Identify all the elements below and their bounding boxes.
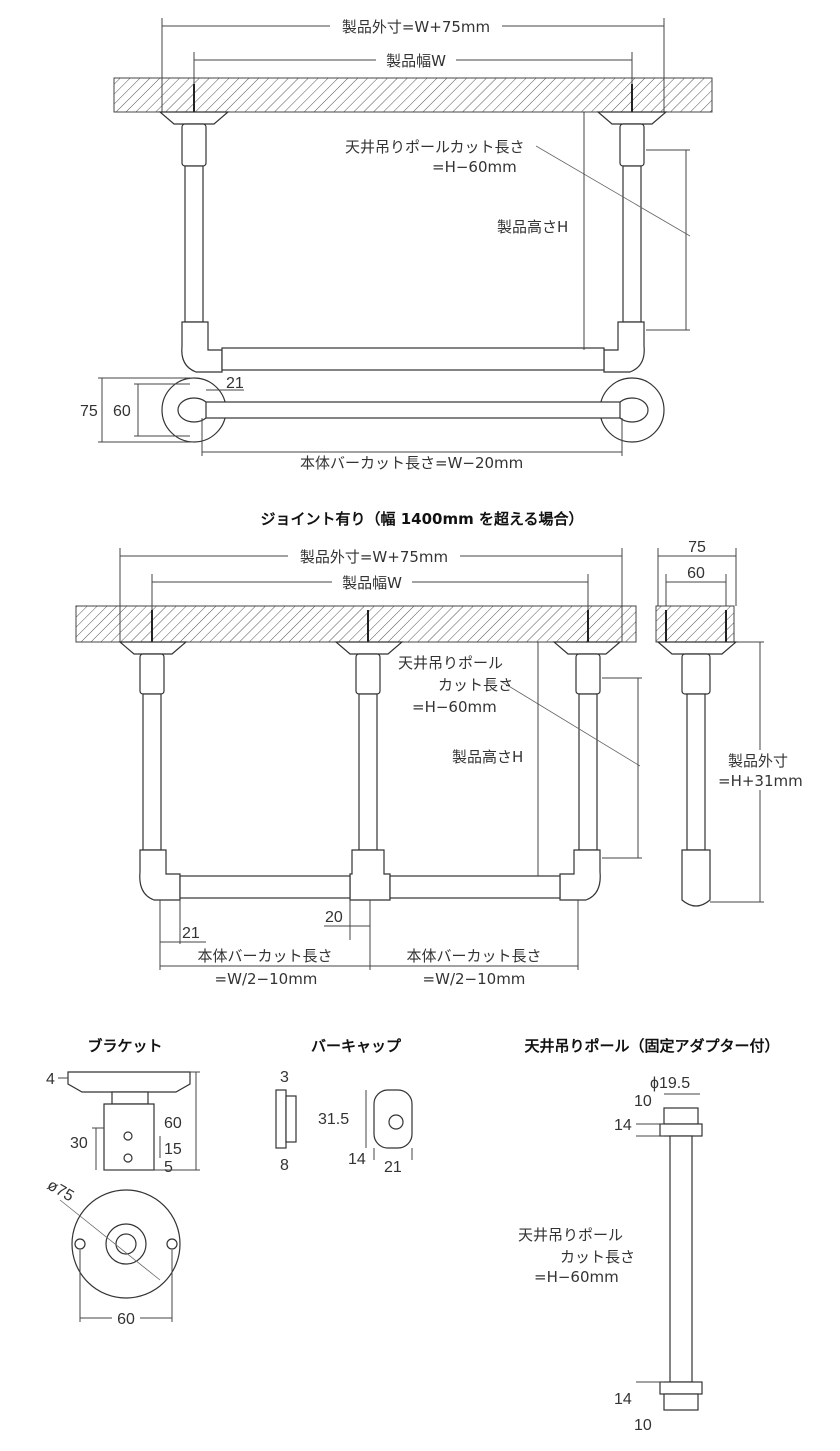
- top-pole-cut-label-1: 天井吊りポールカット長さ: [345, 138, 525, 156]
- joint-dim-20: 20: [325, 909, 343, 926]
- top-width-label: 製品幅W: [386, 52, 446, 70]
- top-pole-cut-label-2: =H−60mm: [432, 158, 517, 176]
- barcap-detail: バーキャップ 3 8 31.5 14 21: [275, 1037, 413, 1176]
- top-outer-width-label: 製品外寸=W+75mm: [342, 18, 490, 36]
- pole-dim-phi: ϕ19.5: [650, 1075, 690, 1092]
- main-bar-plan: [205, 401, 621, 419]
- joint-bar-cut-left-2: =W/2−10mm: [215, 970, 318, 988]
- top-dim-75: 75: [80, 403, 98, 420]
- barcap-title: バーキャップ: [311, 1037, 402, 1055]
- pole-detail: 天井吊りポール（固定アダプター付） ϕ19.5 10 14 天井吊りポール カッ…: [518, 1037, 780, 1434]
- pole-dim-10-bottom: 10: [634, 1417, 652, 1434]
- bracket-dim-phi75: ø75: [44, 1177, 76, 1206]
- joint-bar-cut-right-1: 本体バーカット長さ: [406, 947, 541, 965]
- joint-diagram: ジョイント有り（幅 1400mm を超える場合） 製品外寸=W+75mm 製品幅…: [75, 510, 820, 988]
- main-bar: [221, 347, 605, 371]
- joint-pole-cut-label-2: カット長さ: [438, 676, 513, 694]
- ceiling-hatch: [75, 605, 637, 643]
- barcap-dim-3: 3: [280, 1069, 289, 1086]
- pole-dim-10-top: 10: [634, 1093, 652, 1110]
- joint-dim-21: 21: [182, 925, 200, 942]
- bracket-dim-60b: 60: [117, 1311, 135, 1328]
- ceiling-bracket: [596, 111, 668, 125]
- joint-width-label: 製品幅W: [342, 574, 402, 592]
- pole-label-2: カット長さ: [560, 1248, 635, 1266]
- barcap-dim-31-5: 31.5: [318, 1111, 349, 1128]
- ceiling-pole: [184, 165, 204, 323]
- pole-adapter: [181, 123, 207, 167]
- joint-bar-cut-left-1: 本体バーカット長さ: [197, 947, 332, 965]
- side-bracket: [656, 641, 738, 655]
- top-bar-cut-label: 本体バーカット長さ=W−20mm: [300, 454, 523, 472]
- barcap-dim-21: 21: [384, 1159, 402, 1176]
- joint-outer-width-label: 製品外寸=W+75mm: [300, 548, 448, 566]
- leader-line: [535, 145, 691, 237]
- elbow-joint: [181, 321, 223, 373]
- ceiling-pole: [622, 165, 642, 323]
- pole-body: [669, 1135, 693, 1383]
- bracket-dim-30: 30: [70, 1135, 88, 1152]
- top-dim-60: 60: [113, 403, 131, 420]
- bracket-dim-15: 15: [164, 1141, 182, 1158]
- bracket-dim-4: 4: [46, 1071, 55, 1088]
- pole-label-3: =H−60mm: [534, 1268, 619, 1286]
- bracket-detail: ブラケット 4 60 30 15 5 ø75 60: [44, 1037, 200, 1328]
- pole-title: 天井吊りポール（固定アダプター付）: [524, 1037, 779, 1055]
- bracket-dim-60: 60: [164, 1115, 182, 1132]
- barcap-dim-8: 8: [280, 1157, 289, 1174]
- joint-pole-cut-label-3: =H−60mm: [412, 698, 497, 716]
- side-dim-75: 75: [688, 539, 706, 556]
- ceiling-bracket: [158, 111, 230, 125]
- side-dim-60: 60: [687, 565, 705, 582]
- pole-adapter: [619, 123, 645, 167]
- ceiling-hatch-side: [655, 605, 735, 643]
- ceiling-pole: [578, 693, 598, 851]
- bracket-dim-5: 5: [164, 1159, 173, 1176]
- side-outer-label-1: 製品外寸: [728, 752, 788, 770]
- ceiling-hatch: [113, 77, 713, 113]
- ceiling-pole: [142, 693, 162, 851]
- top-diagram: 製品外寸=W+75mm 製品幅W 天井吊りポールカッ: [80, 15, 713, 472]
- side-pole: [686, 693, 706, 851]
- joint-title: ジョイント有り（幅 1400mm を超える場合）: [260, 510, 583, 528]
- pole-dim-14-bottom: 14: [614, 1391, 632, 1408]
- top-dim-21: 21: [226, 375, 244, 392]
- joint-bar-cut-right-2: =W/2−10mm: [423, 970, 526, 988]
- joint-height-label: 製品高さH: [452, 748, 523, 766]
- barcap-dim-14: 14: [348, 1151, 366, 1168]
- joint-pole-cut-label-1: 天井吊りポール: [398, 654, 503, 672]
- pole-dim-14-top: 14: [614, 1117, 632, 1134]
- pole-label-1: 天井吊りポール: [518, 1226, 623, 1244]
- main-bar: [389, 875, 561, 899]
- main-bar: [179, 875, 351, 899]
- top-height-label: 製品高さH: [497, 218, 568, 236]
- side-outer-label-2: =H+31mm: [718, 772, 803, 790]
- ceiling-pole: [358, 693, 378, 851]
- elbow-joint: [603, 321, 645, 373]
- side-end-cap: [681, 849, 711, 907]
- t-joint: [349, 849, 391, 901]
- bracket-title: ブラケット: [87, 1037, 162, 1055]
